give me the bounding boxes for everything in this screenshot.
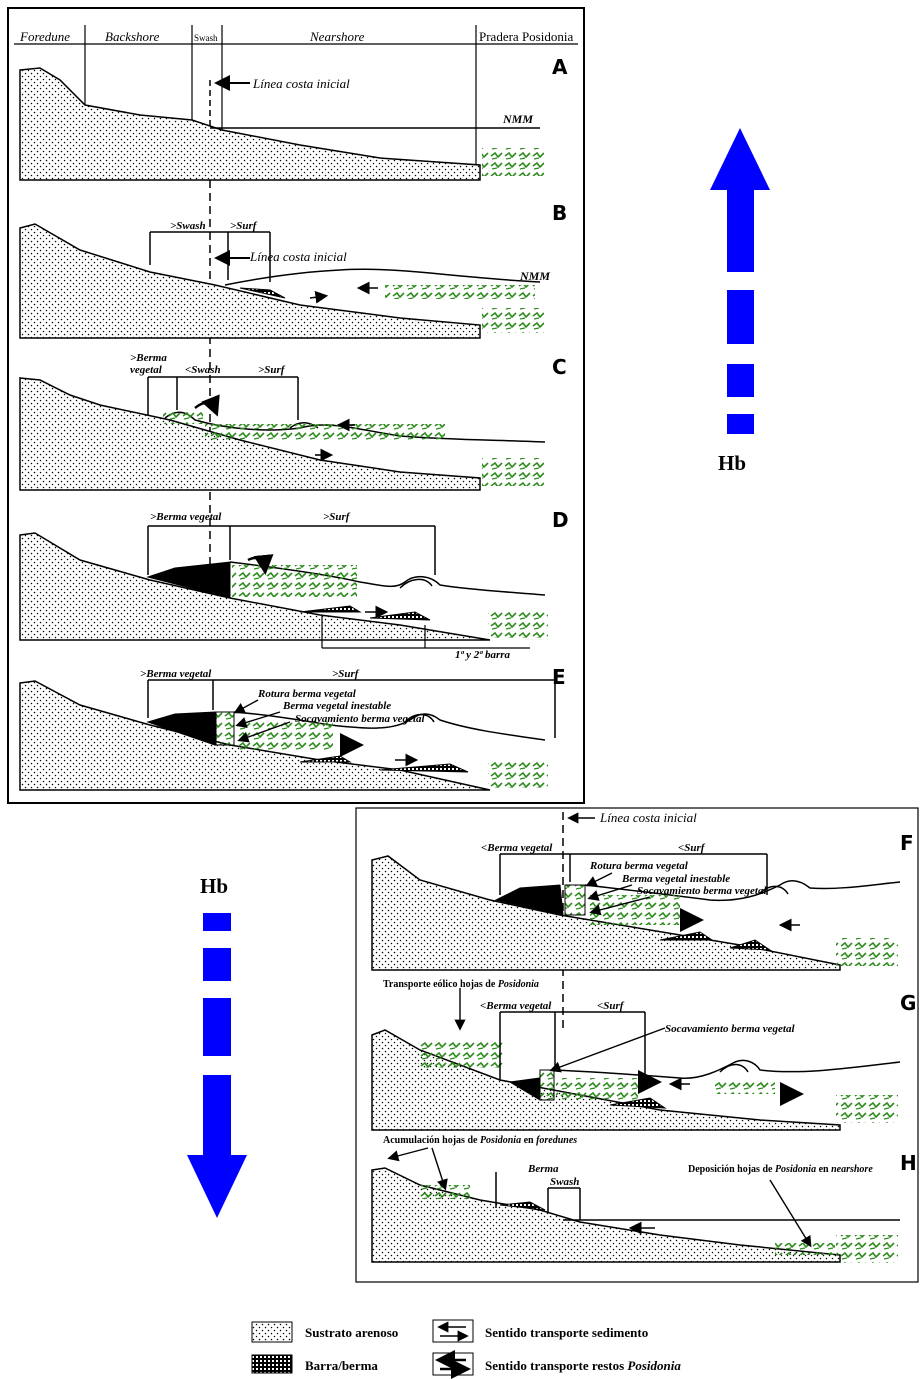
panel-d-letter: D [552, 508, 569, 532]
b-surf: >Surf [230, 220, 258, 232]
f-rotura: Rotura berma vegetal [589, 860, 689, 872]
legend-restos-swatch [432, 1352, 474, 1376]
e-socavamiento: Socavamiento berma vegetal [295, 713, 425, 725]
g-posidonia-water [556, 1078, 638, 1100]
a-linea-costa: Línea costa inicial [252, 76, 350, 91]
zone-pradera: Pradera Posidonia [479, 29, 573, 44]
panel-f: Línea costa inicial <Berma vegetal <Surf… [371, 810, 914, 971]
f-surf: <Surf [678, 842, 706, 854]
f-socavamiento: Socavamiento berma vegetal [637, 885, 767, 897]
d-surf: >Surf [323, 511, 351, 523]
c-posidonia-water [205, 424, 445, 440]
b-linea-costa: Línea costa inicial [249, 249, 347, 264]
c-posidonia-berm [163, 410, 203, 424]
f-posidonia-water [590, 895, 680, 925]
panel-a: Línea costa inicial NMM A [19, 55, 568, 181]
e-inestable: Berma vegetal inestable [282, 700, 391, 712]
panel-g-letter: G [900, 991, 916, 1015]
g-socavamiento: Socavamiento berma vegetal [665, 1023, 795, 1035]
legend-sedimento-swatch [432, 1319, 474, 1343]
panel-e-letter: E [552, 665, 566, 689]
e-berma: >Berma vegetal [140, 668, 212, 680]
zone-nearshore: Nearshore [309, 29, 365, 44]
panel-g: Transporte eólico hojas de Posidonia <Be… [371, 979, 916, 1131]
legend: Sustrato arenoso Barra/berma Sentido tra… [251, 1319, 681, 1379]
g-posidonia-berm [539, 1069, 555, 1101]
h-posidonia [836, 1235, 898, 1263]
f-inestable: Berma vegetal inestable [621, 873, 730, 885]
f-posidonia [836, 938, 898, 966]
c-posidonia [482, 458, 544, 486]
h-swash: Swash [550, 1176, 579, 1188]
hb-up-arrow: Hb [710, 128, 770, 475]
c-berma-1: >Berma [130, 352, 167, 364]
h-posidonia-dune [418, 1185, 470, 1199]
legend-sustrato-swatch [251, 1321, 293, 1343]
h-posidonia-nearshore [775, 1243, 835, 1255]
a-nmm: NMM [502, 112, 533, 126]
panel-b: >Swash >Surf Línea costa inicial NMM B [19, 201, 567, 339]
d-posidonia [488, 610, 548, 638]
a-posidonia [482, 148, 544, 176]
b-posidonia-water [385, 285, 535, 299]
e-rotura: Rotura berma vegetal [257, 688, 357, 700]
h-berma: Berma [527, 1163, 559, 1175]
d-barra: 1ª y 2ª barra [455, 649, 511, 661]
legend-barra-swatch [251, 1354, 293, 1374]
g-posidonia-float [715, 1080, 775, 1094]
panel-b-letter: B [552, 201, 567, 225]
panel-c: >Berma vegetal <Swash >Surf C [19, 352, 567, 491]
panel-h: Acumulación hojas de Posidonia en foredu… [371, 1135, 917, 1263]
e-surf: >Surf [332, 668, 360, 680]
legend-sustrato: Sustrato arenoso [305, 1325, 398, 1340]
f-linea-costa: Línea costa inicial [599, 810, 697, 825]
c-surf: >Surf [258, 364, 286, 376]
panel-f-letter: F [900, 831, 914, 855]
hb-down-arrow: Hb [187, 874, 247, 1218]
panel-h-letter: H [900, 1151, 917, 1175]
e-posidonia [488, 760, 548, 788]
f-posidonia-berm [564, 884, 586, 916]
g-eolico: Transporte eólico hojas de Posidonia [383, 979, 539, 990]
hb-down-label: Hb [200, 874, 228, 898]
b-nmm: NMM [519, 269, 550, 283]
d-posidonia-water [232, 565, 357, 597]
h-acumulacion: Acumulación hojas de Posidonia en foredu… [383, 1135, 577, 1146]
legend-barra: Barra/berma [305, 1358, 378, 1373]
legend-restos: Sentido transporte restos Posidonia [485, 1358, 681, 1373]
legend-sedimento: Sentido transporte sedimento [485, 1325, 648, 1340]
panel-d: >Berma vegetal >Surf 1ª y 2ª barra D [19, 508, 569, 661]
b-swash: >Swash [170, 220, 206, 232]
hb-up-label: Hb [718, 451, 746, 475]
g-posidonia-dune [418, 1040, 503, 1068]
panel-e: >Berma vegetal >Surf Rotura berma vegeta… [19, 665, 566, 791]
zone-header: Foredune Backshore Swash Nearshore Prade… [14, 25, 578, 165]
h-deposicion: Deposición hojas de Posidonia en nearsho… [688, 1164, 873, 1175]
zone-backshore: Backshore [105, 29, 160, 44]
d-berma: >Berma vegetal [150, 511, 222, 523]
g-posidonia [836, 1095, 898, 1123]
panel-a-letter: A [552, 55, 568, 79]
f-berma: <Berma vegetal [481, 842, 553, 854]
c-berma-2: vegetal [130, 364, 163, 376]
c-swash: <Swash [185, 364, 221, 376]
panel-c-letter: C [552, 355, 567, 379]
zone-swash: Swash [194, 33, 218, 43]
b-posidonia [482, 308, 544, 333]
zone-foredune: Foredune [19, 29, 70, 44]
upper-frame [7, 7, 585, 804]
e-posidonia-berm [215, 711, 235, 746]
e-posidonia-water [238, 722, 333, 752]
g-surf: <Surf [597, 1000, 625, 1012]
lower-frame [355, 807, 919, 1283]
g-berma: <Berma vegetal [480, 1000, 552, 1012]
